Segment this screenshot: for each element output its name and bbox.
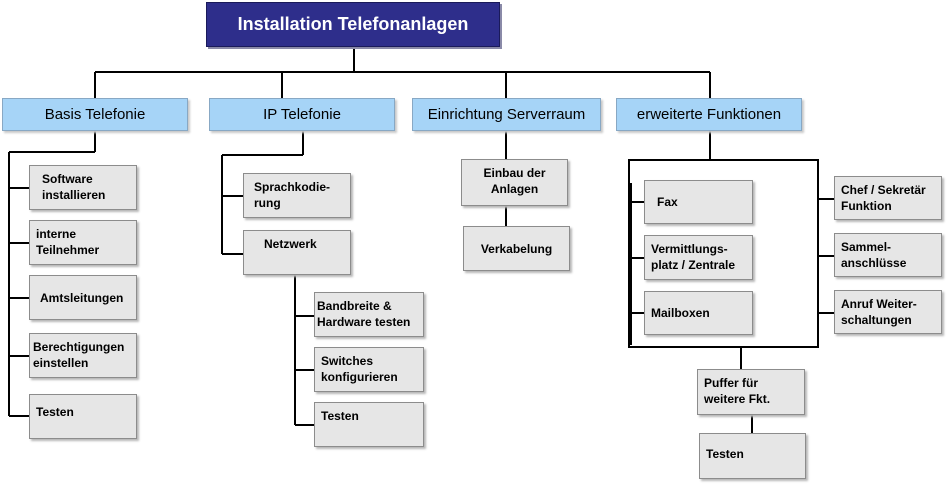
task-line: konfigurieren — [321, 370, 398, 384]
task-line: Verkabelung — [480, 241, 553, 256]
task-testen-basis: Testen — [29, 394, 137, 439]
task-verkabelung: Verkabelung — [463, 226, 570, 271]
task-netzwerk: Netzwerk — [243, 230, 351, 275]
task-line: Anruf Weiter- — [841, 297, 917, 311]
task-interne-teilnehmer: interne Teilnehmer — [29, 220, 137, 265]
task-line: Testen — [36, 405, 74, 419]
category-basis-telefonie: Basis Telefonie — [2, 98, 188, 131]
task-line: Chef / Sekretär — [841, 183, 926, 197]
task-line: Berechtigungen — [33, 340, 125, 354]
task-amtsleitungen: Amtsleitungen — [29, 275, 137, 320]
task-line: Software — [42, 172, 93, 186]
task-line: anschlüsse — [841, 256, 907, 270]
task-line: Bandbreite & — [317, 299, 392, 313]
erweiterte-funktionen-group-frame — [628, 159, 819, 348]
task-line: Teilnehmer — [36, 243, 100, 257]
task-line: Fax — [657, 195, 678, 209]
task-line: interne — [36, 227, 77, 241]
category-ip-telefonie: IP Telefonie — [209, 98, 395, 131]
task-line: Hardware testen — [317, 315, 411, 329]
task-line: schaltungen — [841, 313, 912, 327]
task-anruf-weiterschaltungen: Anruf Weiter- schaltungen — [834, 290, 942, 334]
task-line: Puffer für — [704, 376, 758, 390]
task-line: Anlagen — [490, 182, 539, 196]
task-switches-konfigurieren: Switches konfigurieren — [314, 347, 424, 392]
task-line: installieren — [42, 188, 106, 202]
task-line: Funktion — [841, 199, 892, 213]
task-line: platz / Zentrale — [651, 258, 736, 272]
task-puffer-weitere-funktionen: Puffer für weitere Fkt. — [697, 369, 805, 415]
task-line: Einbau der — [483, 166, 546, 180]
task-line: Switches — [321, 354, 374, 368]
task-vermittlungsplatz-zentrale: Vermittlungs- platz / Zentrale — [644, 235, 753, 280]
task-testen-erweitert: Testen — [699, 433, 806, 479]
task-berechtigungen-einstellen: Berechtigungen einstellen — [29, 333, 137, 378]
task-line: Amtsleitungen — [40, 290, 124, 305]
task-einbau-der-anlagen: Einbau der Anlagen — [461, 159, 568, 206]
task-line: Mailboxen — [651, 306, 710, 320]
task-sammelanschluesse: Sammel- anschlüsse — [834, 233, 942, 277]
task-software-installieren: Software installieren — [29, 165, 137, 210]
task-line: Sprachkodie- — [254, 180, 331, 194]
diagram-title: Installation Telefonanlagen — [206, 2, 500, 47]
task-bandbreite-hardware-testen: Bandbreite & Hardware testen — [314, 292, 424, 337]
category-erweiterte-funktionen: erweiterte Funktionen — [616, 98, 802, 131]
task-line: rung — [254, 196, 281, 210]
task-line: einstellen — [33, 356, 89, 370]
task-line: Testen — [321, 409, 359, 423]
category-einrichtung-serverraum: Einrichtung Serverraum — [412, 98, 601, 131]
task-line: Vermittlungs- — [651, 242, 728, 256]
task-line: Netzwerk — [264, 237, 317, 251]
task-line: Testen — [706, 447, 744, 461]
task-line: weitere Fkt. — [704, 392, 771, 406]
task-chef-sekretaer-funktion: Chef / Sekretär Funktion — [834, 176, 942, 220]
task-sprachkodierung: Sprachkodie- rung — [243, 173, 351, 218]
task-line: Sammel- — [841, 240, 892, 254]
task-mailboxen: Mailboxen — [644, 291, 753, 335]
task-testen-netzwerk: Testen — [314, 402, 424, 447]
task-fax: Fax — [644, 180, 753, 224]
